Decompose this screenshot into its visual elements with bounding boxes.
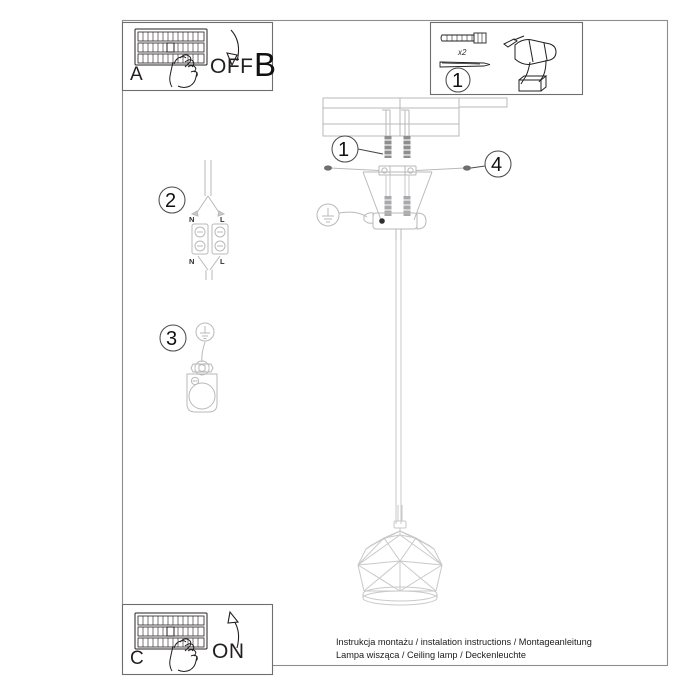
- caption-line-1: Instrukcja montażu / instalation instruc…: [336, 637, 592, 647]
- cage-shade: [357, 505, 443, 606]
- panel-a-letter: A: [130, 64, 143, 85]
- terminal-label-l-bottom: L: [220, 257, 225, 266]
- hand-icon: [169, 54, 198, 88]
- arrow-down-icon: [226, 29, 240, 67]
- wall-plug-icon: [440, 32, 487, 44]
- terminal-block-icon: [191, 223, 229, 255]
- panel-parts: x2 1: [429, 21, 584, 96]
- panel-b-letter: B: [254, 46, 276, 83]
- ceiling-screws: [382, 109, 411, 158]
- step-3-earth: 3: [159, 322, 218, 413]
- caption-block: Instrukcja montażu / instalation instruc…: [336, 636, 592, 661]
- step-2-number: 2: [165, 190, 176, 212]
- panel-b-letter-wrap: B: [254, 46, 276, 83]
- terminal-label-n-top: N: [189, 215, 194, 224]
- earth-ground-icon: [195, 322, 215, 342]
- terminal-label-l-top: L: [220, 215, 225, 224]
- panel-c-action-label: ON: [212, 640, 245, 663]
- panel-c-letter: C: [130, 648, 144, 669]
- step-2-wiring: 2 N L N L: [158, 160, 229, 280]
- ceiling-mount-assembly: 1 4: [316, 97, 512, 272]
- earth-ground-icon-assembly: [316, 203, 368, 227]
- step-1-number: 1: [338, 139, 349, 161]
- caption-line-2: Lampa wisząca / Ceiling lamp / Deckenleu…: [336, 649, 526, 660]
- ceiling-icon: [322, 97, 508, 137]
- suspension-cord: [395, 268, 402, 524]
- mounting-bracket: [324, 165, 471, 176]
- hand-icon: [169, 638, 198, 672]
- step-3-number: 3: [166, 328, 177, 350]
- panel-c: ON C: [121, 603, 274, 676]
- parts-quantity-label: x2: [457, 48, 467, 57]
- panel-a-action-label: OFF: [210, 55, 254, 78]
- step-4-number: 4: [491, 154, 502, 176]
- step-3-circle: [159, 324, 187, 352]
- fuse-box-icon: [134, 28, 208, 66]
- screw-icon: [439, 61, 491, 68]
- lampholder-icon: [186, 360, 218, 413]
- fuse-box-icon: [134, 612, 208, 650]
- step-2-circle: [158, 186, 186, 214]
- parts-step-circle: [445, 67, 471, 93]
- terminal-label-n-bottom: N: [189, 257, 194, 266]
- arrow-up-icon: [227, 610, 240, 649]
- parts-step-number: 1: [452, 70, 463, 92]
- step-4-circle: [484, 150, 512, 178]
- panel-a: OFF A: [121, 21, 274, 92]
- canopy-cone: [362, 171, 433, 221]
- connector-block: [363, 212, 427, 242]
- power-drill-icon: [503, 35, 557, 92]
